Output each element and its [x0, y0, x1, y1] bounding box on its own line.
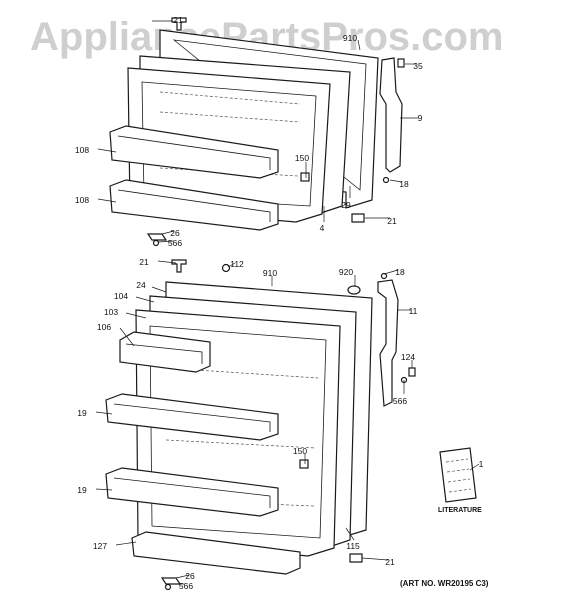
callout-number: 115 [346, 541, 360, 551]
callout-leader [469, 463, 480, 471]
callout-number: 910 [263, 268, 277, 278]
door-stop-lower [299, 459, 309, 469]
fresh-food-door-shelf-lower [105, 467, 279, 517]
hinge-plug [397, 58, 405, 68]
screw-upper [382, 176, 390, 184]
callout-number: 566 [179, 581, 193, 591]
callout-leader [135, 296, 155, 303]
callout-number: 127 [93, 541, 107, 551]
callout-number: 21 [173, 15, 183, 25]
hinge-pin-mid [171, 259, 187, 273]
callout-number: 920 [339, 267, 353, 277]
literature-label: LITERATURE [438, 507, 482, 514]
callout-number: 35 [413, 61, 423, 71]
callout-number: 18 [399, 179, 409, 189]
door-bottom-trim [131, 531, 301, 575]
callout-leader [345, 527, 355, 541]
callout-leader [361, 557, 389, 561]
callout-leader [357, 39, 361, 51]
callout-leader [157, 240, 175, 243]
callout-number: 124 [401, 352, 415, 362]
callout-number: 26 [170, 228, 180, 238]
callout-leader [95, 411, 113, 415]
washer-lower [164, 583, 172, 591]
callout-number: 18 [395, 267, 405, 277]
callout-number: 21 [139, 257, 149, 267]
callout-leader [125, 312, 147, 319]
callout-number: 21 [387, 216, 397, 226]
callout-number: 24 [136, 280, 146, 290]
callout-leader [97, 198, 117, 203]
hinge-pin-top [171, 17, 187, 31]
callout-number: 108 [75, 195, 89, 205]
freezer-door-shelf-upper [109, 125, 279, 179]
callout-leader [119, 327, 135, 347]
freezer-door-shelf-lower [109, 179, 279, 231]
callout-number: 103 [104, 307, 118, 317]
callout-number: 11 [409, 306, 418, 316]
callout-leader [151, 286, 167, 293]
callout-leader [97, 148, 117, 153]
callout-leader [161, 230, 175, 235]
callout-leader [389, 179, 403, 183]
hinge-pin-bottom [351, 213, 365, 223]
callout-number: 106 [97, 322, 111, 332]
spacer-124 [408, 367, 416, 377]
freezer-hinge-bracket [379, 57, 403, 173]
callout-number: 29 [341, 200, 351, 210]
callout-number: 150 [295, 153, 309, 163]
callout-number: 4 [320, 223, 325, 233]
center-hinge-bracket [377, 279, 399, 407]
freezer-door-assembly [109, 17, 405, 247]
callout-number: 1 [479, 459, 484, 469]
plug-button [221, 263, 231, 273]
shim-upper [146, 233, 168, 241]
fresh-food-door-shelf-upper [105, 393, 279, 441]
literature-booklet [439, 447, 477, 503]
callout-number: 910 [343, 33, 357, 43]
callout-leader [157, 260, 177, 264]
callout-leader [383, 269, 399, 275]
door-stop-upper [300, 172, 310, 182]
callout-number: 566 [393, 396, 407, 406]
screw-lower [380, 272, 388, 280]
callout-number: 19 [77, 408, 87, 418]
washer-upper [152, 239, 160, 247]
fresh-food-door-assembly [105, 259, 416, 591]
hinge-pin-lower [349, 553, 363, 563]
callout-number: 150 [293, 446, 307, 456]
callout-leader [95, 488, 113, 491]
callout-number: 104 [114, 291, 128, 301]
callout-number: 112 [230, 259, 244, 269]
callout-leader [227, 262, 236, 268]
callout-number: 19 [77, 485, 87, 495]
shim-lower [160, 577, 182, 585]
callout-leader [115, 541, 137, 546]
callout-leader [175, 574, 190, 579]
dairy-compartment-door [119, 331, 211, 373]
callout-number: 9 [418, 113, 423, 123]
callout-number: 21 [385, 557, 395, 567]
callout-number: 26 [185, 571, 195, 581]
callout-number: 566 [168, 238, 182, 248]
callout-number: 108 [75, 145, 89, 155]
cap-920 [347, 285, 361, 295]
art-number: (ART NO. WR20195 C3) [400, 579, 489, 588]
